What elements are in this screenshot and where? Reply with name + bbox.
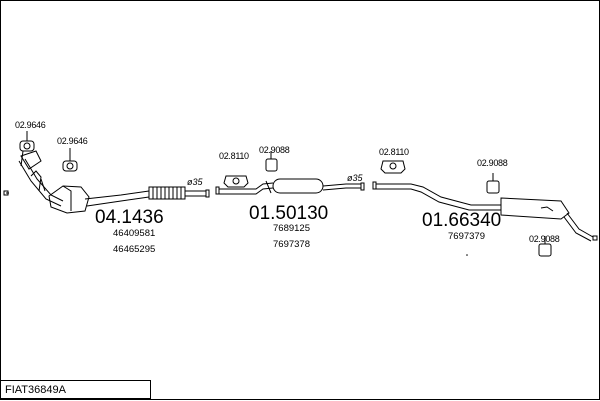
stray-dot bbox=[466, 254, 468, 256]
label-clamp-e: 02.8110 bbox=[379, 147, 409, 157]
reference-code: FIAT36849A bbox=[5, 384, 66, 396]
section-3-oem-1: 7697379 bbox=[448, 231, 485, 242]
clamp-c-shape bbox=[223, 175, 249, 188]
clamp-a-shape bbox=[19, 131, 35, 152]
section-1-oem-2: 46465295 bbox=[113, 244, 156, 255]
middle-pipe bbox=[215, 178, 365, 195]
label-clamp-f: 02.9088 bbox=[477, 158, 508, 168]
clamp-e-shape bbox=[380, 160, 406, 174]
section-2-oem-2: 7697378 bbox=[273, 239, 310, 250]
label-clamp-g: 02.9088 bbox=[529, 234, 560, 244]
flex-pipe bbox=[148, 186, 210, 200]
catalytic-converter bbox=[48, 185, 150, 214]
label-clamp-c: 02.8110 bbox=[219, 151, 249, 161]
section-1-oem-1: 46409581 bbox=[113, 228, 156, 239]
diameter-label-2: ø35 bbox=[347, 173, 363, 183]
section-3-number: 01.66340 bbox=[422, 210, 502, 231]
reference-box: FIAT36849A bbox=[1, 380, 151, 399]
clamp-d-shape bbox=[265, 151, 278, 172]
label-clamp-a: 02.9646 bbox=[15, 120, 46, 130]
clamp-b-shape bbox=[62, 148, 78, 172]
clamp-g-shape bbox=[538, 236, 552, 257]
front-pipe bbox=[3, 150, 64, 207]
rear-pipe bbox=[372, 181, 598, 242]
label-clamp-b: 02.9646 bbox=[57, 136, 88, 146]
section-2-number: 01.50130 bbox=[249, 203, 329, 224]
section-2-oem-1: 7689125 bbox=[273, 223, 310, 234]
clamp-f-shape bbox=[486, 173, 500, 194]
diameter-label-1: ø35 bbox=[187, 177, 203, 187]
section-1-number: 04.1436 bbox=[95, 207, 164, 228]
label-clamp-d: 02.9088 bbox=[259, 145, 290, 155]
